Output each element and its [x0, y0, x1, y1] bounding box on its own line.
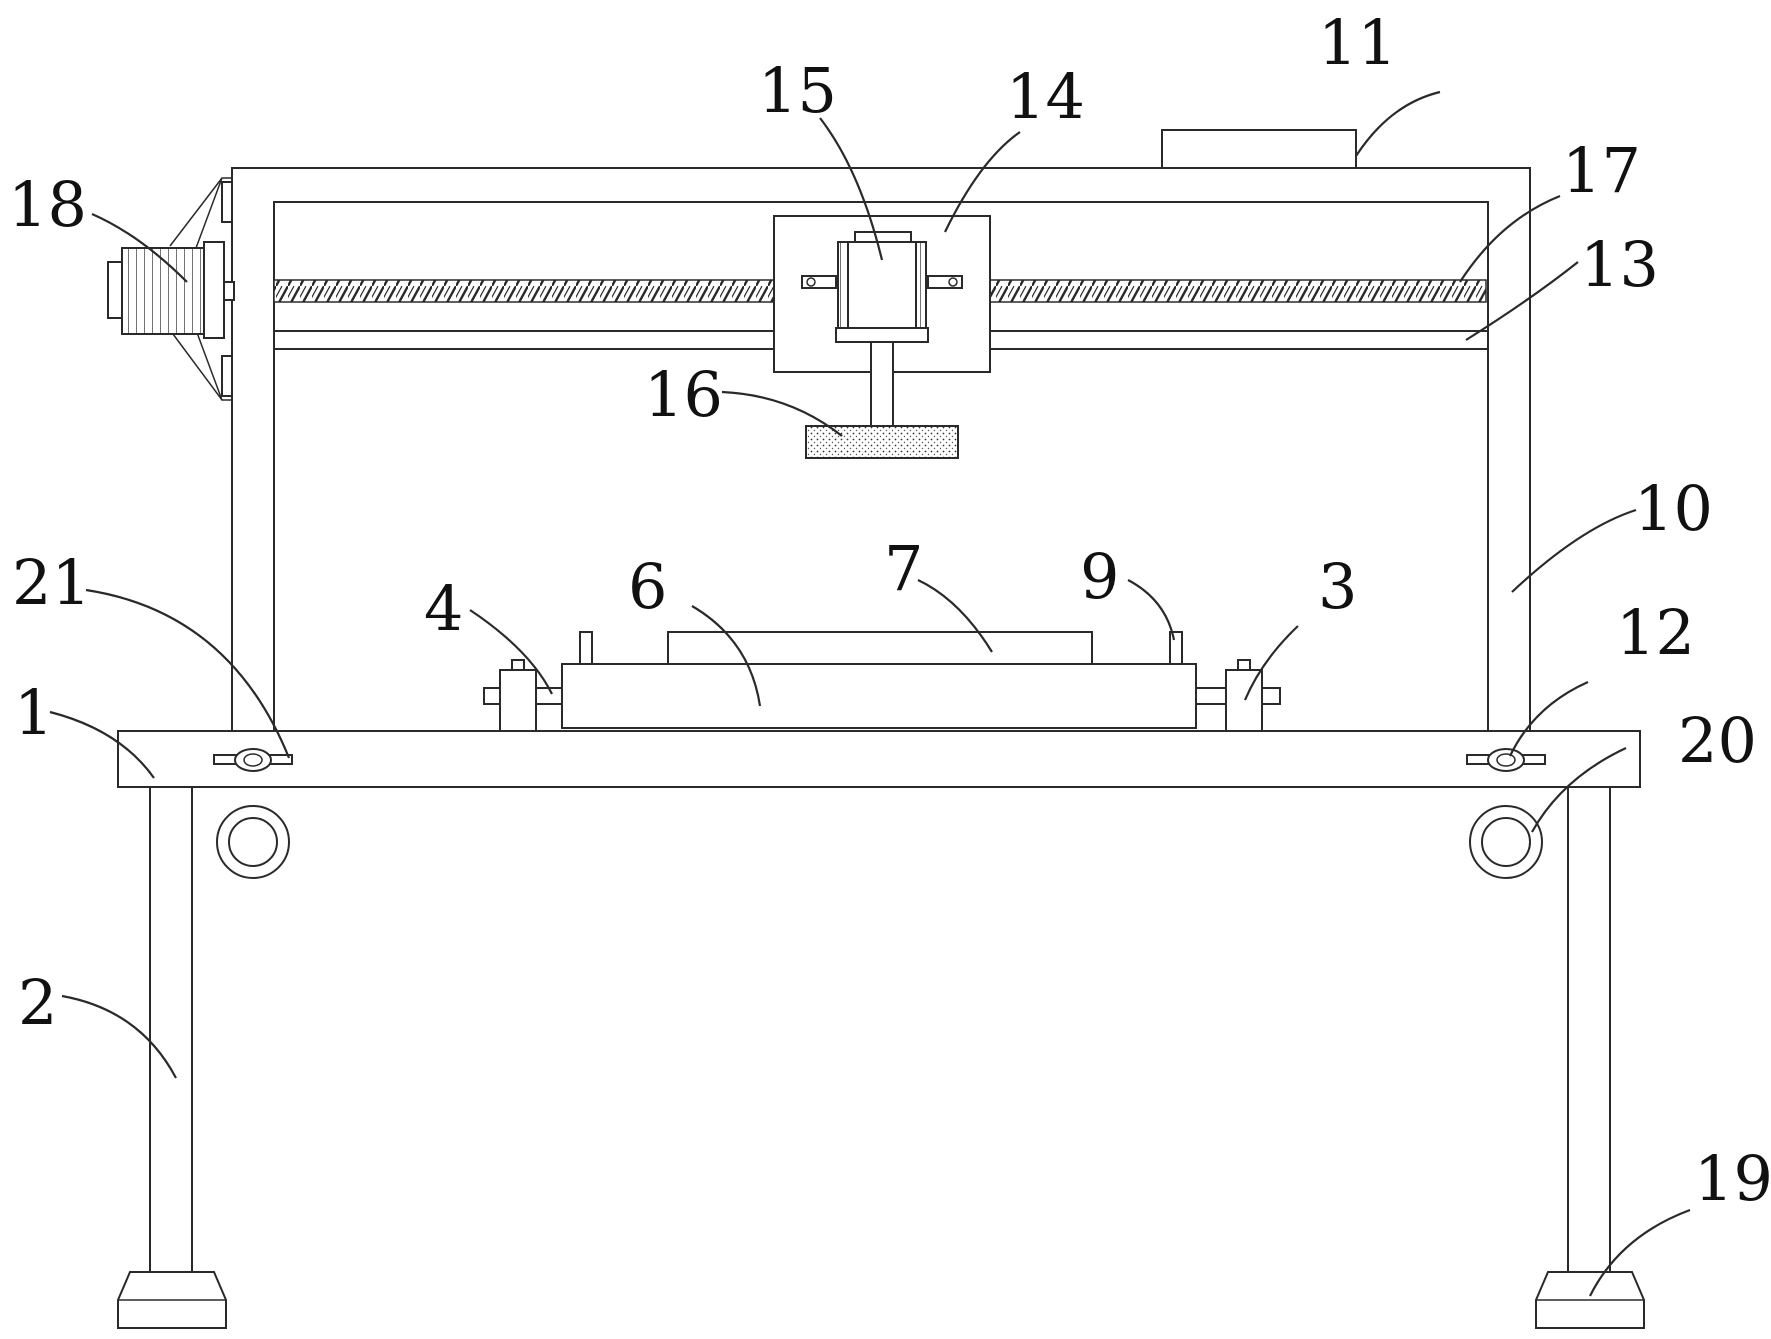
pin-left	[579, 631, 593, 665]
label-20: 20	[1678, 704, 1757, 777]
label-14: 14	[1006, 60, 1085, 133]
label-17: 17	[1562, 134, 1641, 207]
label-12: 12	[1616, 596, 1695, 669]
leg-right	[1567, 786, 1611, 1273]
table-top	[117, 730, 1641, 788]
top-control-box	[1161, 129, 1357, 169]
left-clamp	[483, 659, 563, 732]
label-3: 3	[1318, 550, 1357, 623]
pin-right	[1169, 631, 1183, 665]
label-11: 11	[1318, 6, 1397, 79]
latch-fitting-12	[1466, 748, 1546, 772]
label-2: 2	[18, 966, 57, 1039]
right-clamp	[1195, 659, 1281, 732]
label-19: 19	[1694, 1142, 1771, 1215]
drive-motor-18	[107, 177, 235, 401]
label-10: 10	[1634, 472, 1713, 545]
label-4: 4	[424, 572, 463, 645]
label-15: 15	[758, 54, 837, 127]
leg-left	[149, 786, 193, 1273]
reference-numerals: 11 15 14 17 13 18 16 10 7 9 6 3 4 21 12 …	[8, 6, 1771, 1215]
label-6: 6	[628, 550, 667, 623]
grinding-head	[805, 341, 959, 459]
leader-lines	[49, 90, 1691, 1297]
label-21: 21	[12, 546, 91, 619]
workpiece	[667, 631, 1093, 665]
label-16: 16	[644, 358, 723, 431]
latch-fitting-21	[213, 748, 293, 772]
label-7: 7	[884, 532, 923, 605]
label-13: 13	[1580, 228, 1659, 301]
lead-screw	[273, 279, 1487, 303]
work-platform	[561, 663, 1197, 729]
roller-left	[216, 805, 290, 879]
roller-right	[1469, 805, 1543, 879]
label-18: 18	[8, 168, 87, 241]
label-1: 1	[14, 676, 53, 749]
label-9: 9	[1080, 540, 1119, 613]
